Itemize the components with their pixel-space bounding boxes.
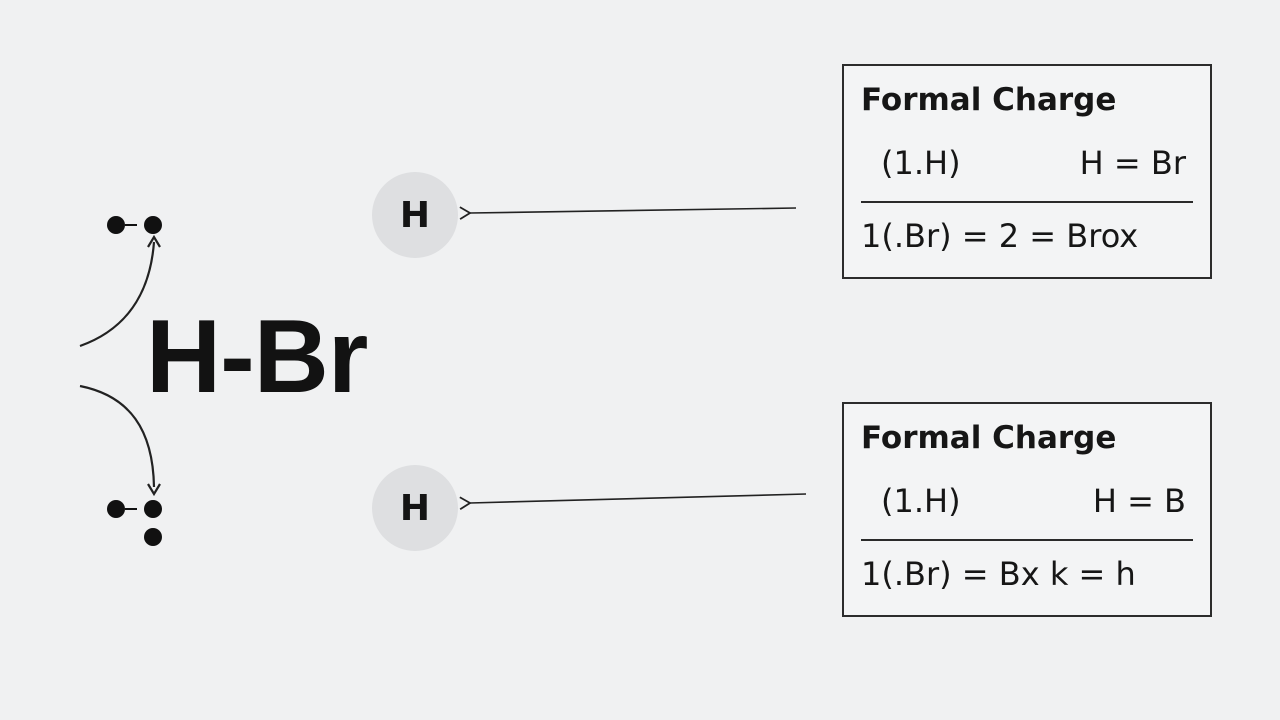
curved-arrow-down xyxy=(79,384,156,488)
formal-charge-box-bottom: Formal Charge (1.H) H = B 1(.Br) = Bx k … xyxy=(842,402,1212,617)
electron-pair-dash xyxy=(125,224,137,226)
arrow-bottom-to-h xyxy=(459,493,807,511)
electron-dot xyxy=(144,216,162,234)
molecule-formula: H-Br xyxy=(146,299,368,415)
hydrogen-label: H xyxy=(399,487,431,529)
formal-charge-left-expression: (1.H) xyxy=(881,482,961,520)
hydrogen-label: H xyxy=(399,194,431,236)
formal-charge-bottom-expression: 1(.Br) = Bx k = h xyxy=(861,555,1136,593)
formal-charge-bottom-expression: 1(.Br) = 2 = Brox xyxy=(861,217,1139,255)
arrow-top-to-h xyxy=(459,206,797,220)
electron-dot xyxy=(107,500,125,518)
formal-charge-title: Formal Charge xyxy=(861,82,1117,118)
curved-arrow-up xyxy=(79,241,156,348)
electron-pair-dash xyxy=(125,508,137,510)
formal-charge-divider xyxy=(861,539,1193,541)
hydrogen-badge-bottom: H xyxy=(372,465,458,551)
curved-arrow-down-head xyxy=(147,483,161,497)
formal-charge-left-expression: (1.H) xyxy=(881,144,961,182)
electron-dot xyxy=(144,500,162,518)
electron-dot xyxy=(144,528,162,546)
curved-arrow-up-head xyxy=(147,234,161,248)
electron-dot xyxy=(107,216,125,234)
formal-charge-right-expression: H = Br xyxy=(1079,144,1186,182)
formal-charge-box-top: Formal Charge (1.H) H = Br 1(.Br) = 2 = … xyxy=(842,64,1212,279)
formal-charge-divider xyxy=(861,201,1193,203)
hydrogen-badge-top: H xyxy=(372,172,458,258)
formal-charge-title: Formal Charge xyxy=(861,420,1117,456)
formal-charge-right-expression: H = B xyxy=(1092,482,1186,520)
